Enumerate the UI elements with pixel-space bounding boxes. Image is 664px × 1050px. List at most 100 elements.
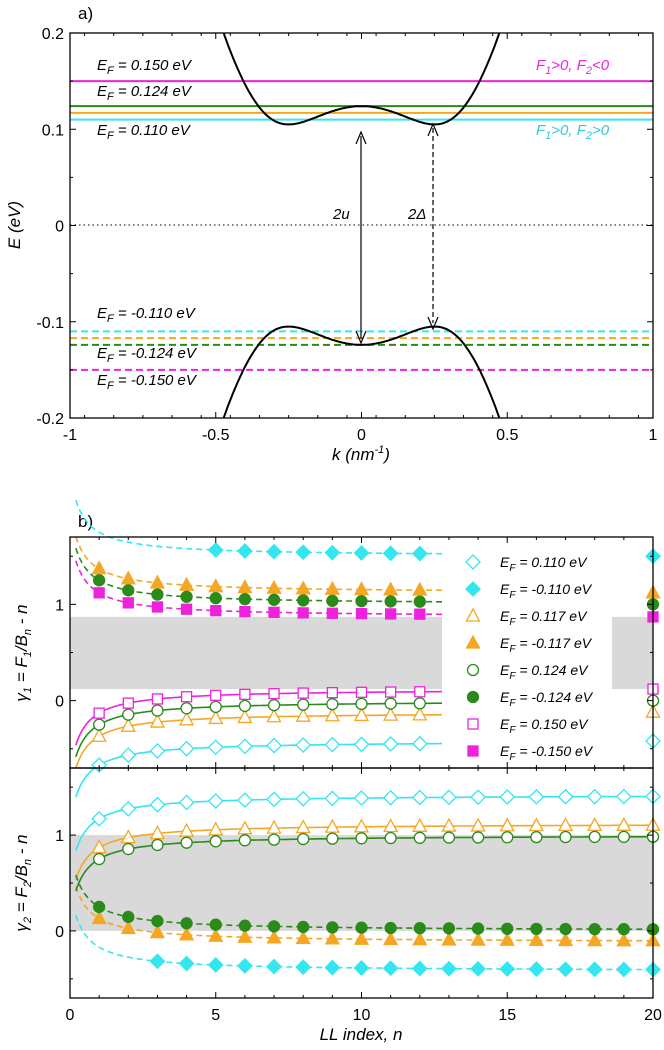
data-point [324,818,340,833]
data-point [413,595,426,608]
x-tick-label: 1 [649,427,658,444]
ef-label-0150: EF = 0.150 eV [97,57,193,77]
data-point [236,958,253,974]
gamma2-series [75,788,661,978]
data-point [208,710,224,725]
data-point [586,788,603,805]
data-point [528,817,544,832]
data-point [559,922,572,936]
data-point [557,817,574,832]
data-point [120,920,136,935]
data-point [149,953,166,970]
data-point [122,697,134,709]
legend-background [442,540,612,775]
data-point [239,605,251,618]
data-point [295,959,312,976]
legend-label: EF = -0.117 eV [500,635,593,655]
data-point [209,918,222,931]
panel-a-band-structure: a) 2u 2Δ EF = 0.150 eV EF = 0.124 eV EF … [5,4,658,464]
data-point [295,790,312,807]
data-point [324,790,341,807]
data-point [179,576,195,591]
data-point [528,961,545,978]
x-tick-label: 5 [211,1007,220,1024]
data-point [384,595,397,608]
data-point [324,959,341,976]
data-point [149,574,166,589]
data-point [588,830,601,844]
data-point [355,832,368,845]
data-point [501,831,514,844]
data-point [353,545,370,561]
data-point [267,833,281,846]
series-curve [75,874,653,931]
data-point [326,832,339,845]
data-point [120,717,136,732]
data-point [471,922,485,935]
legend-marker [466,690,480,704]
data-point [238,592,252,606]
valence-band [222,325,501,418]
y-tick-label: -0.1 [36,315,64,332]
data-point [501,922,514,935]
y-tick-label: 0 [55,694,64,711]
data-point [557,961,574,978]
data-point [122,597,134,609]
x-tick-label: -0.5 [202,427,230,444]
legend-label: EF = -0.150 eV [500,743,594,763]
data-point [414,608,426,620]
legend-marker [467,718,479,730]
x-tick-label: 15 [498,1007,516,1024]
data-point [382,960,399,977]
data-point [151,693,164,705]
x-tick-label: 20 [644,1007,662,1024]
data-point [91,810,108,827]
panel-b-bottom-ylabel: γ2 = F2/Bn - n [12,834,34,931]
data-point [179,926,195,941]
data-point [238,919,252,932]
data-point [93,852,106,866]
data-point [149,924,166,939]
data-point [266,737,282,754]
data-point [355,697,368,711]
data-point [587,817,603,832]
y-tick-label: 0 [55,924,64,941]
data-point [238,834,252,847]
data-point [237,709,253,724]
data-point [615,788,632,805]
data-point [209,835,222,848]
data-point [355,594,368,608]
data-point [412,581,428,596]
data-point [93,718,106,731]
data-point [180,836,193,849]
data-point [353,736,370,753]
conduction-band [222,33,501,126]
series-curve [75,886,653,942]
data-point [295,819,311,834]
data-point [93,900,106,914]
data-point [266,543,282,560]
data-point [237,579,253,594]
data-point [326,607,339,619]
data-point [326,698,339,711]
data-point [499,931,515,946]
data-point [210,689,222,701]
data-point [236,792,253,808]
data-point [266,708,282,723]
data-point [441,931,457,946]
y-tick-label: -0.2 [36,411,64,428]
data-point [384,608,397,620]
data-point [295,707,311,722]
legend-marker [465,554,481,570]
legend-marker [465,634,481,649]
data-point [588,922,601,936]
data-point [470,960,487,977]
data-point [382,736,399,752]
data-point [383,931,399,946]
series-curve [75,915,653,971]
legend-marker [465,607,481,622]
gamma2-gap-band [70,835,653,931]
label-2u: 2u [332,206,350,223]
data-point [355,686,368,698]
